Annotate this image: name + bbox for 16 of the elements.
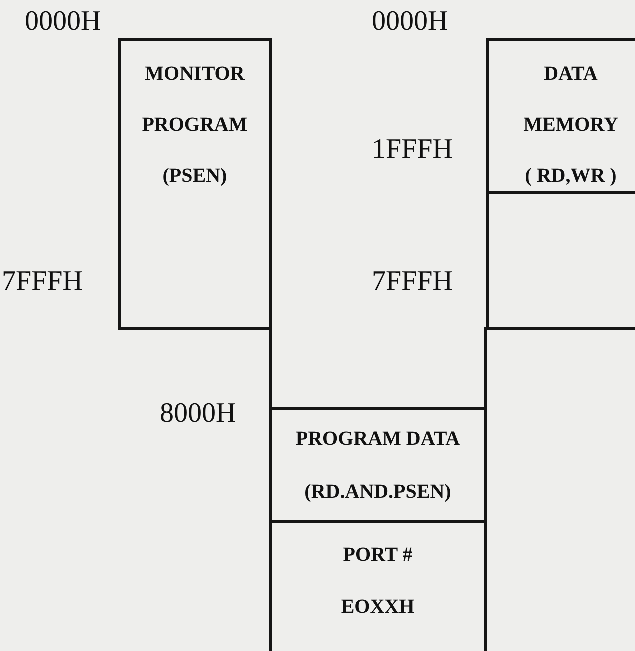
memory-block [269,520,487,651]
address-label: 0000H [372,8,448,36]
address-label: 1FFFH [372,136,453,164]
memory-block [269,407,487,523]
address-label: 8000H [160,400,236,428]
address-label: 0000H [25,8,102,36]
memory-block [486,38,635,194]
memory-region-label: MONITOR PROGRAM (PSEN) [141,62,249,189]
memory-block [118,38,272,330]
memory-block [269,327,487,410]
memory-block [486,191,635,330]
memory-region-label: DATA MEMORY ( RD,WR ) [522,62,620,189]
address-label: 7FFFH [372,268,453,296]
address-label: 7FFFH [2,268,83,296]
memory-region-label: PROGRAM DATA (RD.AND.PSEN) [294,427,462,505]
memory-region-label: PORT # EOXXH [340,543,416,620]
